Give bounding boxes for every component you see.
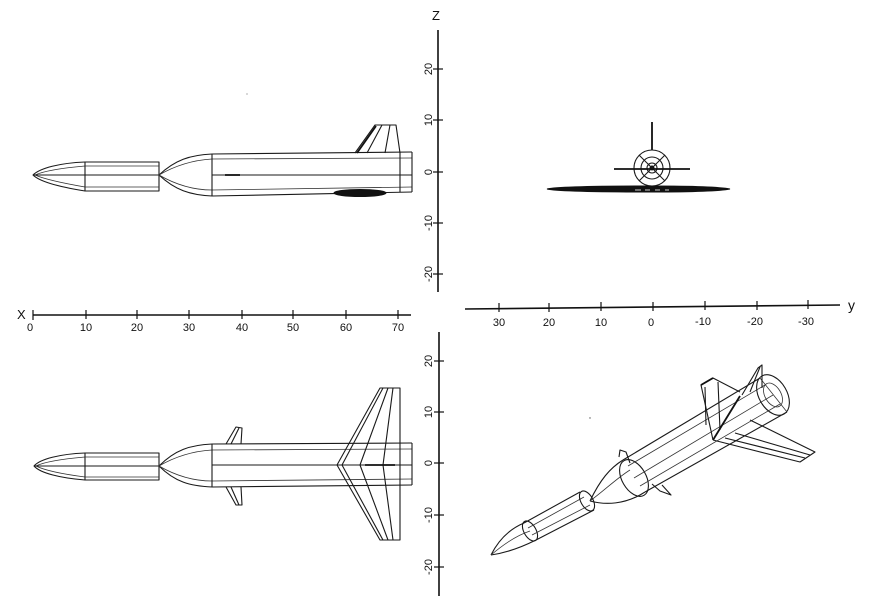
front-view-missile: [546, 122, 731, 193]
x-axis-label: X: [17, 307, 26, 322]
x-tick-label: 10: [80, 322, 92, 334]
y-tick-label: -10: [695, 316, 711, 328]
z-tick-label: -20: [423, 559, 435, 575]
z-tick-label: 0: [423, 460, 435, 466]
z-tick-label: 20: [423, 355, 435, 367]
top-view-missile: [33, 387, 413, 541]
z-tick-label: 0: [423, 169, 435, 175]
z-tick-label: 20: [423, 63, 435, 75]
y-tick-label: -30: [798, 316, 814, 328]
x-tick-label: 60: [340, 322, 352, 334]
y-tick-label: 30: [493, 317, 505, 329]
x-axis: X 0 10 20 30 40 50 60 70: [17, 307, 411, 334]
z-tick-label: -10: [423, 215, 435, 231]
y-axis-label: y: [848, 297, 855, 313]
y-tick-label: 10: [595, 317, 607, 329]
y-tick-label: -20: [747, 316, 763, 328]
y-axis-ticks: 30 20 10 0 -10 -20 -30: [493, 300, 814, 329]
x-tick-label: 20: [131, 322, 143, 334]
z-tick-label: 10: [423, 114, 435, 126]
y-tick-label: 0: [648, 317, 654, 329]
z-axis-label: Z: [432, 8, 440, 23]
x-axis-ticks: 0 10 20 30 40 50 60 70: [27, 310, 404, 334]
x-tick-label: 0: [27, 322, 33, 334]
z-tick-label: -20: [423, 266, 435, 282]
z-tick-label: 10: [423, 406, 435, 418]
x-tick-label: 50: [287, 322, 299, 334]
y-tick-label: 20: [543, 317, 555, 329]
speck: [246, 93, 248, 95]
speck: [589, 417, 591, 419]
z-tick-label: -10: [423, 507, 435, 523]
z-axis-upper: Z 20 10 0 -10 -20: [423, 8, 443, 292]
y-axis: y 30 20 10 0 -10 -20 -30: [464, 297, 855, 329]
x-tick-label: 30: [183, 322, 195, 334]
isometric-view-missile: [490, 364, 816, 556]
z-axis-lower: 20 10 0 -10 -20: [423, 332, 444, 596]
x-tick-label: 40: [236, 322, 248, 334]
x-tick-label: 70: [392, 322, 404, 334]
side-view-missile: [32, 124, 413, 197]
